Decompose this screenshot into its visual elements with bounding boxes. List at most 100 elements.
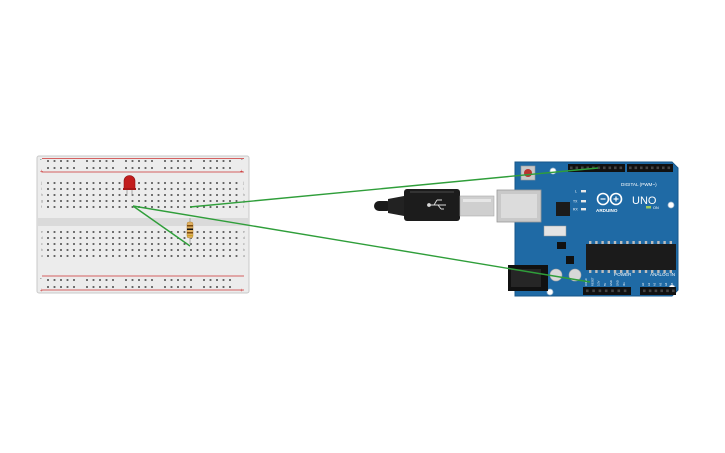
breadboard-hole[interactable]: [177, 182, 179, 184]
breadboard-hole[interactable]: [151, 206, 153, 208]
breadboard-hole[interactable]: [183, 243, 186, 245]
breadboard-hole[interactable]: [53, 243, 56, 245]
breadboard-hole[interactable]: [157, 200, 160, 202]
digital-pin[interactable]: [603, 166, 606, 170]
breadboard-hole[interactable]: [209, 182, 212, 184]
digital-pin[interactable]: [629, 166, 632, 170]
rail-hole[interactable]: [92, 286, 95, 288]
power-pin[interactable]: [611, 289, 614, 293]
breadboard-hole[interactable]: [118, 194, 121, 196]
breadboard-hole[interactable]: [86, 255, 88, 257]
analog-pin[interactable]: [643, 289, 646, 293]
breadboard-hole[interactable]: [131, 255, 134, 257]
breadboard-hole[interactable]: [99, 182, 101, 184]
breadboard-hole[interactable]: [138, 231, 140, 233]
breadboard-hole[interactable]: [235, 249, 238, 251]
breadboard-hole[interactable]: [170, 243, 173, 245]
breadboard-hole[interactable]: [203, 249, 205, 251]
breadboard-hole[interactable]: [79, 206, 82, 208]
breadboard-hole[interactable]: [235, 243, 238, 245]
breadboard-hole[interactable]: [170, 206, 173, 208]
breadboard-hole[interactable]: [164, 182, 166, 184]
breadboard-hole[interactable]: [170, 255, 173, 257]
breadboard-hole[interactable]: [216, 206, 218, 208]
breadboard-hole[interactable]: [60, 206, 62, 208]
breadboard-hole[interactable]: [170, 182, 173, 184]
breadboard-hole[interactable]: [183, 182, 186, 184]
breadboard-hole[interactable]: [86, 200, 88, 202]
digital-pin[interactable]: [634, 166, 638, 170]
rail-hole[interactable]: [86, 286, 88, 288]
breadboard-hole[interactable]: [177, 255, 179, 257]
rail-hole[interactable]: [144, 286, 147, 288]
breadboard-hole[interactable]: [99, 243, 101, 245]
breadboard-hole[interactable]: [196, 243, 199, 245]
rail-hole[interactable]: [144, 160, 147, 162]
breadboard-hole[interactable]: [190, 188, 192, 190]
breadboard-hole[interactable]: [151, 237, 153, 239]
rail-hole[interactable]: [112, 286, 114, 288]
breadboard-hole[interactable]: [131, 194, 134, 196]
breadboard-hole[interactable]: [235, 200, 238, 202]
breadboard-hole[interactable]: [105, 231, 108, 233]
rail-hole[interactable]: [53, 160, 56, 162]
breadboard[interactable]: + + - - - + + jjiihhggffeeddccbbaa: [36, 155, 250, 294]
breadboard-hole[interactable]: [60, 194, 62, 196]
breadboard-hole[interactable]: [196, 194, 199, 196]
breadboard-hole[interactable]: [47, 255, 49, 257]
digital-pin-header[interactable]: [568, 164, 673, 172]
breadboard-hole[interactable]: [235, 206, 238, 208]
breadboard-hole[interactable]: [138, 200, 140, 202]
breadboard-hole[interactable]: [229, 243, 231, 245]
rail-hole[interactable]: [209, 279, 212, 281]
breadboard-hole[interactable]: [92, 249, 95, 251]
breadboard-hole[interactable]: [235, 231, 238, 233]
breadboard-hole[interactable]: [209, 231, 212, 233]
breadboard-hole[interactable]: [229, 255, 231, 257]
breadboard-hole[interactable]: [170, 188, 173, 190]
breadboard-hole[interactable]: [99, 200, 101, 202]
breadboard-hole[interactable]: [190, 200, 192, 202]
rail-hole[interactable]: [183, 160, 186, 162]
breadboard-hole[interactable]: [131, 243, 134, 245]
breadboard-hole[interactable]: [99, 255, 101, 257]
breadboard-hole[interactable]: [144, 206, 147, 208]
breadboard-hole[interactable]: [112, 231, 114, 233]
breadboard-hole[interactable]: [79, 182, 82, 184]
rail-hole[interactable]: [203, 160, 205, 162]
resistor[interactable]: [186, 218, 194, 244]
breadboard-hole[interactable]: [157, 231, 160, 233]
breadboard-hole[interactable]: [99, 188, 101, 190]
breadboard-hole[interactable]: [131, 249, 134, 251]
breadboard-hole[interactable]: [222, 231, 225, 233]
rail-hole[interactable]: [131, 286, 134, 288]
breadboard-hole[interactable]: [144, 194, 147, 196]
digital-pin[interactable]: [656, 166, 660, 170]
rail-hole[interactable]: [190, 160, 192, 162]
breadboard-hole[interactable]: [105, 182, 108, 184]
breadboard-hole[interactable]: [112, 237, 114, 239]
rail-hole[interactable]: [183, 167, 186, 169]
breadboard-hole[interactable]: [196, 182, 199, 184]
breadboard-hole[interactable]: [118, 206, 121, 208]
rail-hole[interactable]: [131, 279, 134, 281]
rail-hole[interactable]: [203, 279, 205, 281]
analog-pin[interactable]: [672, 289, 675, 293]
breadboard-hole[interactable]: [73, 182, 75, 184]
breadboard-hole[interactable]: [60, 188, 62, 190]
breadboard-hole[interactable]: [47, 231, 49, 233]
breadboard-hole[interactable]: [60, 255, 62, 257]
rail-hole[interactable]: [177, 167, 179, 169]
rail-hole[interactable]: [151, 286, 153, 288]
breadboard-hole[interactable]: [190, 243, 192, 245]
rail-hole[interactable]: [222, 160, 225, 162]
rail-hole[interactable]: [105, 279, 108, 281]
breadboard-hole[interactable]: [157, 237, 160, 239]
analog-pin[interactable]: [666, 289, 669, 293]
breadboard-hole[interactable]: [222, 249, 225, 251]
breadboard-hole[interactable]: [157, 249, 160, 251]
breadboard-hole[interactable]: [112, 249, 114, 251]
rail-hole[interactable]: [112, 279, 114, 281]
rail-hole[interactable]: [131, 167, 134, 169]
breadboard-hole[interactable]: [92, 200, 95, 202]
